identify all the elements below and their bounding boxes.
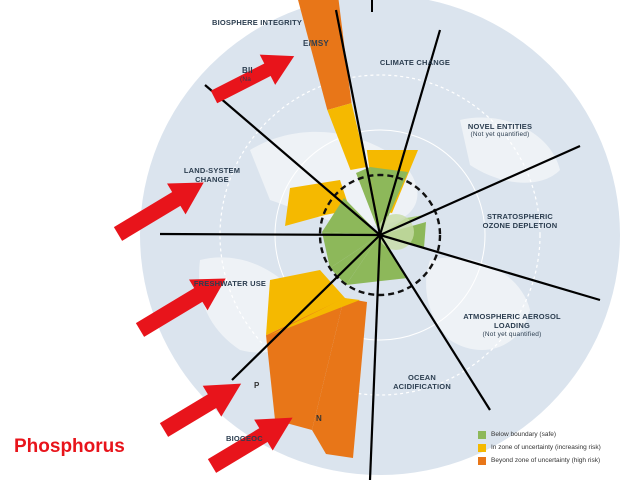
label-n: N xyxy=(316,414,322,423)
label-land-line1: LAND-SYSTEM xyxy=(183,166,241,175)
red-arrow-icon xyxy=(210,54,295,104)
caption-phosphorus: Phosphorus xyxy=(14,436,125,457)
legend-label: Below boundary (safe) xyxy=(491,431,557,438)
label-land-system: LAND-SYSTEM CHANGE xyxy=(172,166,252,185)
legend-swatch-high-risk xyxy=(478,456,486,465)
legend-swatch-uncertain xyxy=(478,443,486,452)
wedge-phosphorus-high-risk xyxy=(266,298,344,430)
label-novel-entities-sub: (Not yet quantified) xyxy=(470,131,530,139)
label-ocean-line1: OCEAN xyxy=(407,373,437,382)
label-bii-sub: (Na xyxy=(240,76,252,83)
legend: Below boundary (safe) In zone of uncerta… xyxy=(478,428,628,467)
red-arrow-icon xyxy=(113,182,204,241)
center-highlight xyxy=(378,214,414,250)
label-ocean: OCEAN ACIDIFICATION xyxy=(382,373,462,392)
label-novel-entities: NOVEL ENTITIES (Not yet quantified) xyxy=(455,122,545,140)
legend-item: In zone of uncertainty (increasing risk) xyxy=(478,441,628,454)
red-arrow-icon xyxy=(135,278,226,337)
label-emsy: E/MSY xyxy=(303,39,329,48)
legend-label: Beyond zone of uncertainty (high risk) xyxy=(491,457,601,464)
label-p: P xyxy=(254,381,260,390)
wedge-p-uncertain xyxy=(270,298,360,335)
wedge-land-system-safe xyxy=(322,198,380,235)
wedge-biosphere-safe xyxy=(356,167,380,235)
label-ocean-line2: ACIDIFICATION xyxy=(393,382,451,392)
legend-swatch-safe xyxy=(478,430,486,439)
label-ozone: STRATOSPHERIC OZONE DEPLETION xyxy=(470,212,570,231)
label-ozone-line2: OZONE DEPLETION xyxy=(482,221,558,231)
wedge-nitrogen-high-risk xyxy=(312,298,367,458)
label-novel-entities-title: NOVEL ENTITIES xyxy=(467,122,533,131)
label-freshwater: FRESHWATER USE xyxy=(193,279,267,288)
red-arrow-icon xyxy=(159,383,242,437)
legend-label: In zone of uncertainty (increasing risk) xyxy=(491,444,601,451)
label-biosphere-integrity: BIOSPHERE INTEGRITY xyxy=(212,18,303,27)
label-aerosol-line2: LOADING xyxy=(494,321,530,331)
legend-item: Beyond zone of uncertainty (high risk) xyxy=(478,454,628,467)
wedge-freshwater-safe xyxy=(322,232,380,268)
wedge-land-system-uncertain xyxy=(285,180,350,226)
outer-ring xyxy=(219,74,541,396)
label-aerosol-line1: ATMOSPHERIC AEROSOL xyxy=(463,312,561,321)
label-climate-change: CLIMATE CHANGE xyxy=(379,58,451,67)
label-biogeochemical: BIOGEOC xyxy=(226,434,263,443)
label-aerosol-sub: (Not yet quantified) xyxy=(482,330,542,338)
radial-dividers xyxy=(159,9,601,481)
red-arrow-icon xyxy=(207,417,293,473)
legend-item: Below boundary (safe) xyxy=(478,428,628,441)
wedge-biosphere-uncertain xyxy=(327,103,367,170)
safe-operating-boundary xyxy=(318,173,442,297)
label-land-line2: CHANGE xyxy=(195,175,229,185)
wedge-biosphere-emsy-high-risk xyxy=(298,0,352,110)
label-ozone-line1: STRATOSPHERIC xyxy=(486,212,554,221)
wedge-freshwater-uncertain xyxy=(266,270,345,336)
label-bii: BII xyxy=(242,66,253,75)
wedge-biogeochemical-safe xyxy=(346,235,408,285)
label-aerosol: ATMOSPHERIC AEROSOL LOADING (Not yet qua… xyxy=(452,312,572,339)
red-arrows xyxy=(113,54,295,473)
